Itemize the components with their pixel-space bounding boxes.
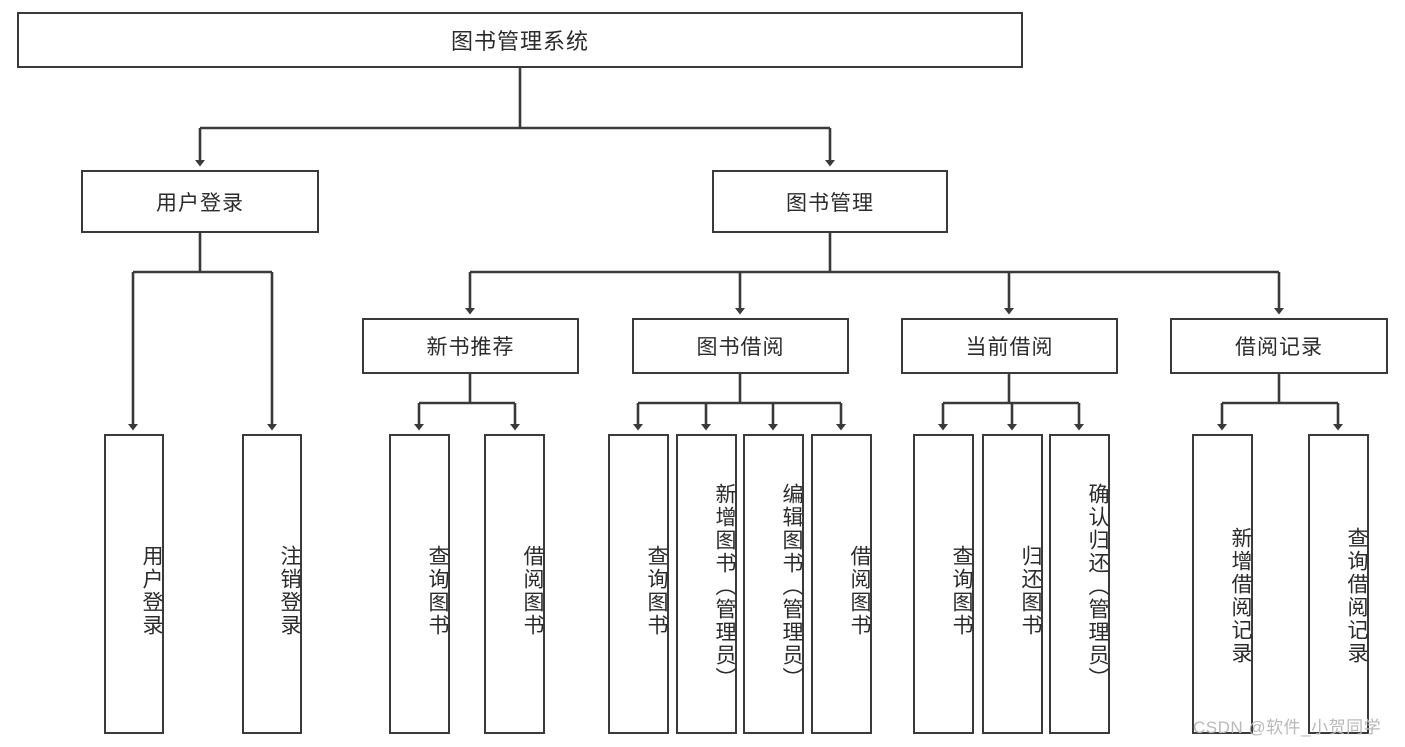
- node-leaf-query-book-rec-label: 查询图书: [426, 545, 449, 637]
- node-leaf-query-book-rec[interactable]: 查询图书: [389, 434, 450, 734]
- node-leaf-borrow-book[interactable]: 借阅图书: [811, 434, 872, 734]
- node-leaf-borrow-book-rec-label: 借阅图书: [521, 545, 544, 637]
- node-leaf-confirm-return-label: 确认归还（管理员）: [1086, 482, 1109, 690]
- node-leaf-query-book-borrow-label: 查询图书: [645, 545, 668, 637]
- node-book-borrow-label: 图书借阅: [696, 336, 785, 359]
- node-leaf-query-record[interactable]: 查询借阅记录: [1308, 434, 1369, 734]
- node-book-borrow[interactable]: 图书借阅: [632, 318, 849, 374]
- node-leaf-logout-label: 注销登录: [278, 545, 301, 637]
- node-leaf-edit-book-label: 编辑图书（管理员）: [780, 482, 803, 690]
- node-user-login[interactable]: 用户登录: [81, 170, 319, 233]
- node-leaf-add-book[interactable]: 新增图书（管理员）: [676, 434, 737, 734]
- watermark-text: CSDN @软件_小贺同学: [1193, 718, 1382, 737]
- node-new-book-rec-label: 新书推荐: [426, 336, 515, 359]
- node-leaf-user-login-label: 用户登录: [140, 545, 163, 637]
- node-root[interactable]: 图书管理系统: [17, 12, 1023, 68]
- node-leaf-return-book-label: 归还图书: [1019, 545, 1042, 637]
- node-new-book-rec[interactable]: 新书推荐: [362, 318, 579, 374]
- node-current-borrow[interactable]: 当前借阅: [901, 318, 1118, 374]
- node-book-manage[interactable]: 图书管理: [712, 170, 948, 233]
- node-borrow-record[interactable]: 借阅记录: [1170, 318, 1388, 374]
- node-borrow-record-label: 借阅记录: [1235, 336, 1323, 359]
- node-leaf-query-book-cur[interactable]: 查询图书: [913, 434, 974, 734]
- node-user-login-label: 用户登录: [156, 191, 244, 215]
- node-root-label: 图书管理系统: [450, 29, 589, 54]
- node-leaf-add-book-label: 新增图书（管理员）: [713, 482, 736, 690]
- node-leaf-edit-book[interactable]: 编辑图书（管理员）: [743, 434, 804, 734]
- node-current-borrow-label: 当前借阅: [965, 336, 1054, 359]
- node-leaf-query-record-label: 查询借阅记录: [1345, 527, 1368, 665]
- node-leaf-confirm-return[interactable]: 确认归还（管理员）: [1049, 434, 1110, 734]
- node-leaf-borrow-book-rec[interactable]: 借阅图书: [484, 434, 545, 734]
- node-book-manage-label: 图书管理: [786, 191, 874, 215]
- node-leaf-user-login[interactable]: 用户登录: [104, 434, 164, 734]
- node-leaf-return-book[interactable]: 归还图书: [982, 434, 1043, 734]
- node-leaf-query-book-borrow[interactable]: 查询图书: [608, 434, 669, 734]
- node-leaf-borrow-book-label: 借阅图书: [848, 545, 871, 637]
- node-leaf-add-record-label: 新增借阅记录: [1229, 527, 1252, 665]
- node-leaf-logout[interactable]: 注销登录: [242, 434, 302, 734]
- node-leaf-query-book-cur-label: 查询图书: [950, 545, 973, 637]
- node-leaf-add-record[interactable]: 新增借阅记录: [1192, 434, 1253, 734]
